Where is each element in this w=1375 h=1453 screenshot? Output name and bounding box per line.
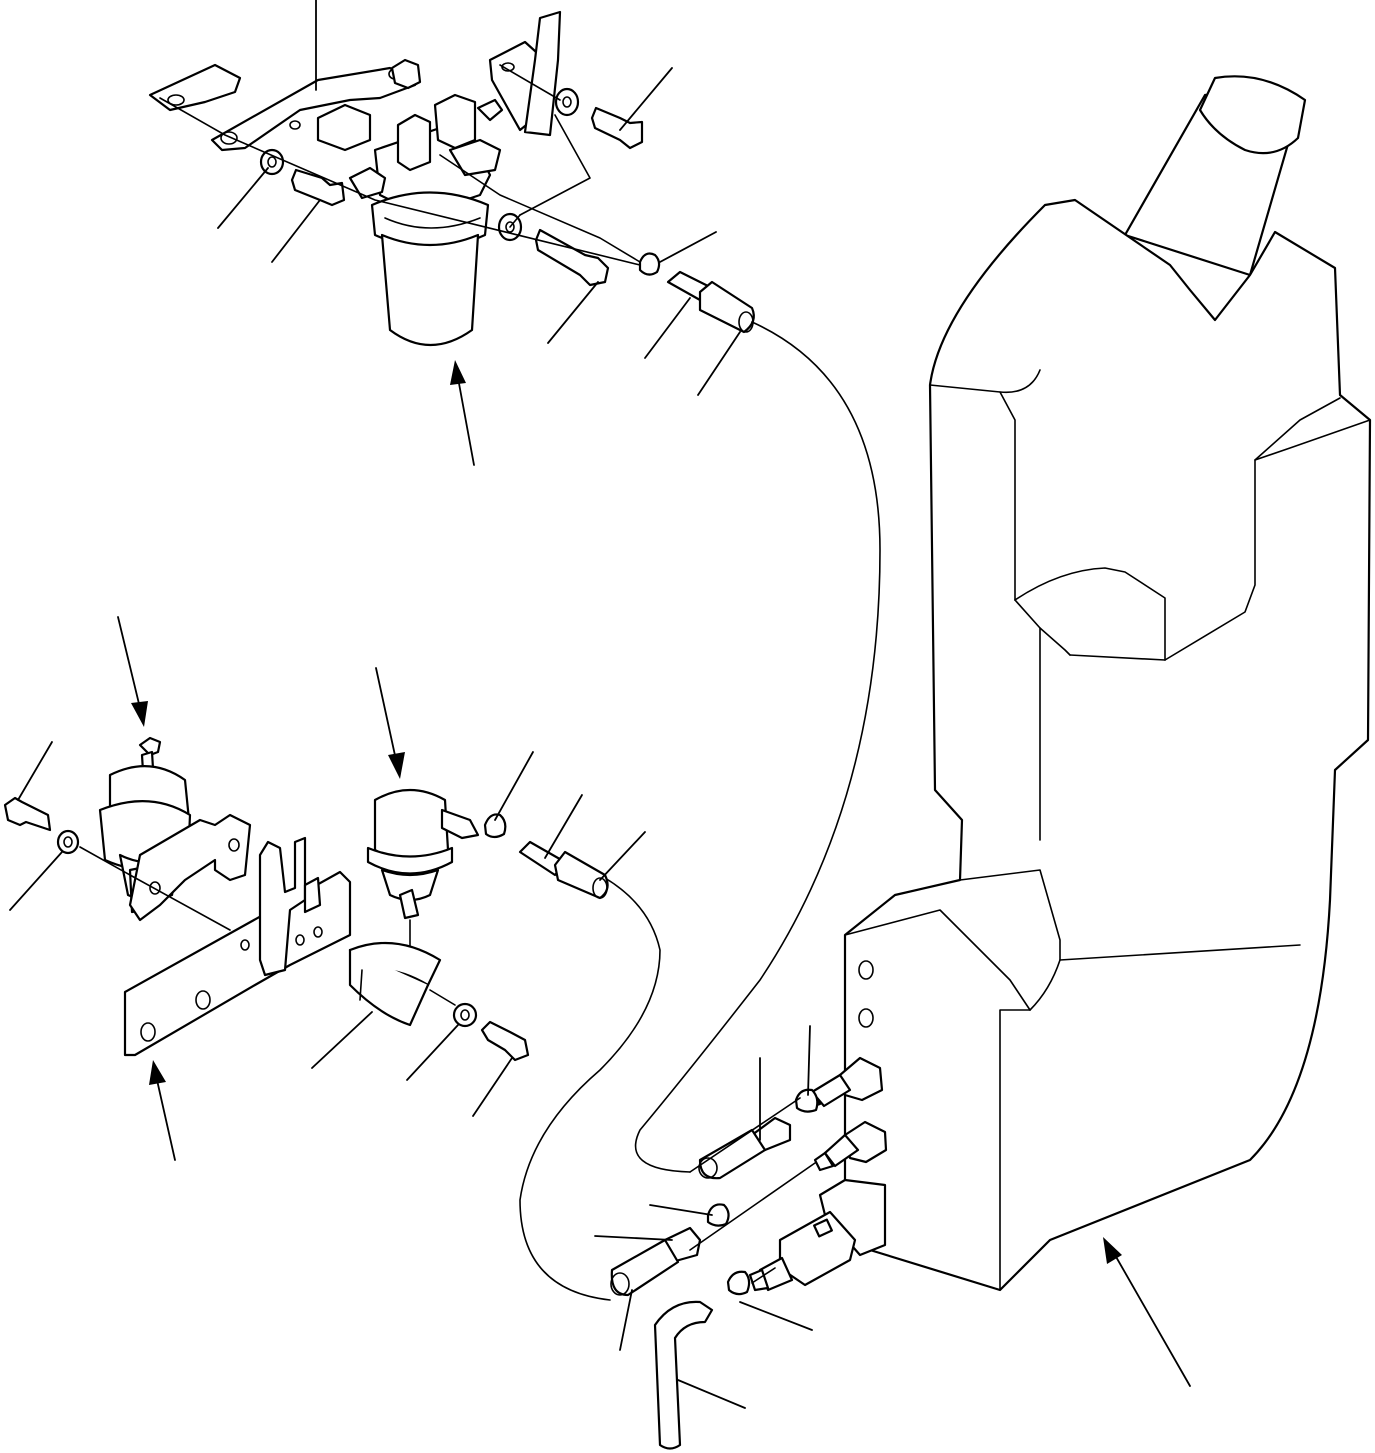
return-hose-assembly (698, 1088, 819, 1180)
hose-clip (638, 252, 661, 276)
hose-end (698, 280, 755, 334)
mount-hole (858, 960, 874, 980)
nut (390, 58, 422, 90)
filter-clamp (348, 941, 442, 1027)
leader-lines (9, 0, 813, 1409)
drain-cock (748, 1178, 887, 1292)
top-hose-assembly (638, 252, 755, 334)
clamp-fasteners (429, 989, 530, 1062)
fuel-pipe (523, 10, 562, 137)
hose-clip (483, 813, 507, 839)
hose-end (610, 1238, 680, 1297)
washer (452, 1002, 478, 1028)
fuel-line (634, 321, 881, 1173)
water-separator-assembly (148, 10, 562, 347)
feed-hose-assembly (610, 1203, 751, 1297)
hose-clip (794, 1088, 819, 1113)
callout-arrows (117, 360, 1191, 1387)
bolt (290, 168, 346, 207)
fuel-tank (748, 75, 1372, 1292)
hose-clip (726, 1270, 751, 1296)
bolt (534, 228, 610, 287)
bolt (480, 1020, 530, 1062)
bracket-plate-left (148, 63, 242, 112)
drain-hose (653, 1300, 714, 1450)
left-fasteners (3, 796, 231, 931)
hose-end (553, 850, 609, 900)
tank-body (843, 198, 1372, 1292)
lower-bracket (123, 836, 352, 1057)
fuel-line-lower (519, 877, 661, 1301)
washer (259, 148, 285, 176)
hose-end (698, 1128, 767, 1180)
mount-hole (858, 1008, 874, 1028)
washer (554, 87, 580, 117)
mounting-bracket (210, 66, 417, 152)
washer (56, 829, 80, 855)
pump-bracket (128, 813, 252, 922)
tank-fitting-lower (813, 1120, 888, 1172)
bolt (3, 796, 52, 832)
hose-clip (706, 1203, 730, 1227)
bolt (590, 106, 644, 150)
filler-cap (1198, 75, 1307, 155)
